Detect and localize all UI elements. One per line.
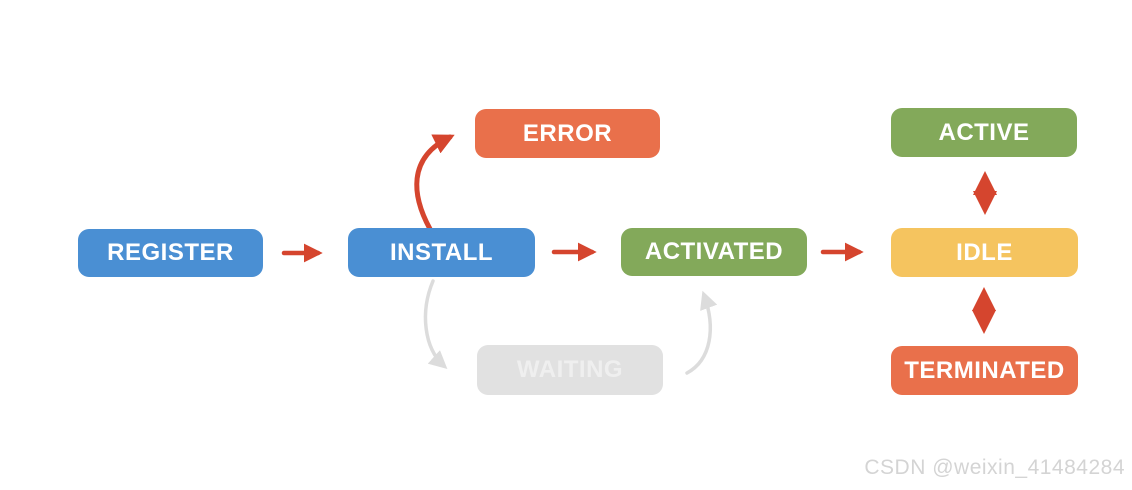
- state-box-idle: IDLE: [891, 228, 1078, 277]
- state-box-activated: ACTIVATED: [621, 228, 807, 276]
- state-box-waiting: WAITING: [477, 345, 663, 395]
- arrow-install-to-waiting: [423, 279, 448, 370]
- arrow-install-to-error: [414, 134, 455, 232]
- state-box-install: INSTALL: [348, 228, 535, 277]
- state-box-register: REGISTER: [78, 229, 263, 277]
- arrow-waiting-to-activated: [685, 290, 718, 375]
- csdn-watermark: CSDN @weixin_41484284: [864, 456, 1125, 479]
- state-box-terminated: TERMINATED: [891, 346, 1078, 395]
- state-box-error: ERROR: [475, 109, 660, 158]
- state-box-active: ACTIVE: [891, 108, 1077, 157]
